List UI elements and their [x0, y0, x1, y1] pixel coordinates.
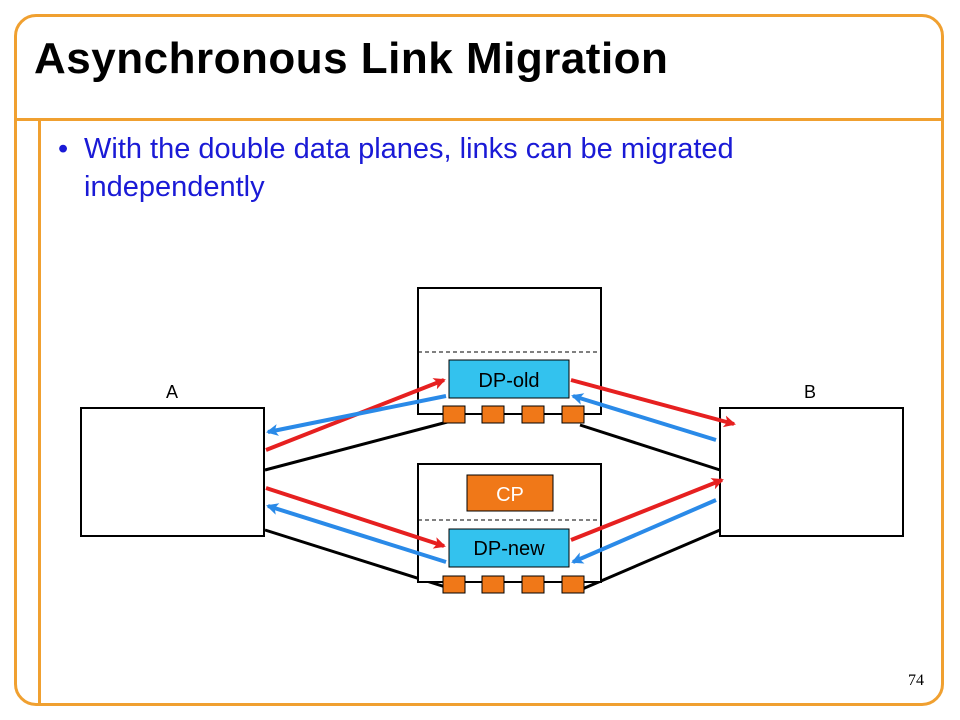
node-b-label: B: [804, 382, 816, 402]
blue-arrow-dp-old-to-a: [266, 394, 447, 436]
page-number: 74: [908, 672, 924, 689]
dp-old-box: [448, 359, 570, 399]
new-port-3: [521, 575, 545, 594]
red-arrow-dp-old-to-b: [570, 378, 736, 428]
new-port-1: [442, 575, 466, 594]
bullet-dot-icon: •: [58, 133, 69, 165]
blue-arrow-b-to-dp-old: [571, 393, 717, 442]
title-divider: [14, 118, 944, 121]
slide-title: Asynchronous Link Migration: [34, 34, 669, 83]
new-router-ports: [442, 575, 585, 594]
old-router-ports: [442, 405, 585, 424]
old-port-4: [561, 405, 585, 424]
red-arrow-dp-new-to-b: [570, 478, 724, 542]
traffic-arrows: [265, 378, 736, 564]
new-port-2: [481, 575, 505, 594]
link-a-to-old-router: [264, 418, 456, 472]
bullet-item: • With the double data planes, links can…: [58, 130, 838, 206]
dp-new-box: [448, 528, 570, 568]
side-divider: [38, 118, 41, 706]
cp-label: CP: [496, 484, 524, 506]
old-port-3: [521, 405, 545, 424]
cp-box: [466, 474, 554, 512]
old-port-2: [481, 405, 505, 424]
node-a-label: A: [166, 382, 178, 402]
red-arrow-a-to-dp-new: [265, 486, 446, 549]
slide-frame: [14, 14, 944, 706]
blue-arrow-dp-new-to-a: [266, 503, 447, 564]
link-old-router-to-b: [579, 423, 721, 472]
bullet-text: With the double data planes, links can b…: [84, 133, 734, 203]
link-new-router-to-b: [579, 528, 721, 592]
node-b-box: [719, 407, 904, 537]
dp-old-label: DP-old: [478, 370, 539, 392]
old-port-1: [442, 405, 466, 424]
node-a-box: [80, 407, 265, 537]
new-port-4: [561, 575, 585, 594]
blue-arrow-b-to-dp-new: [571, 498, 717, 564]
dp-new-label: DP-new: [473, 538, 545, 560]
